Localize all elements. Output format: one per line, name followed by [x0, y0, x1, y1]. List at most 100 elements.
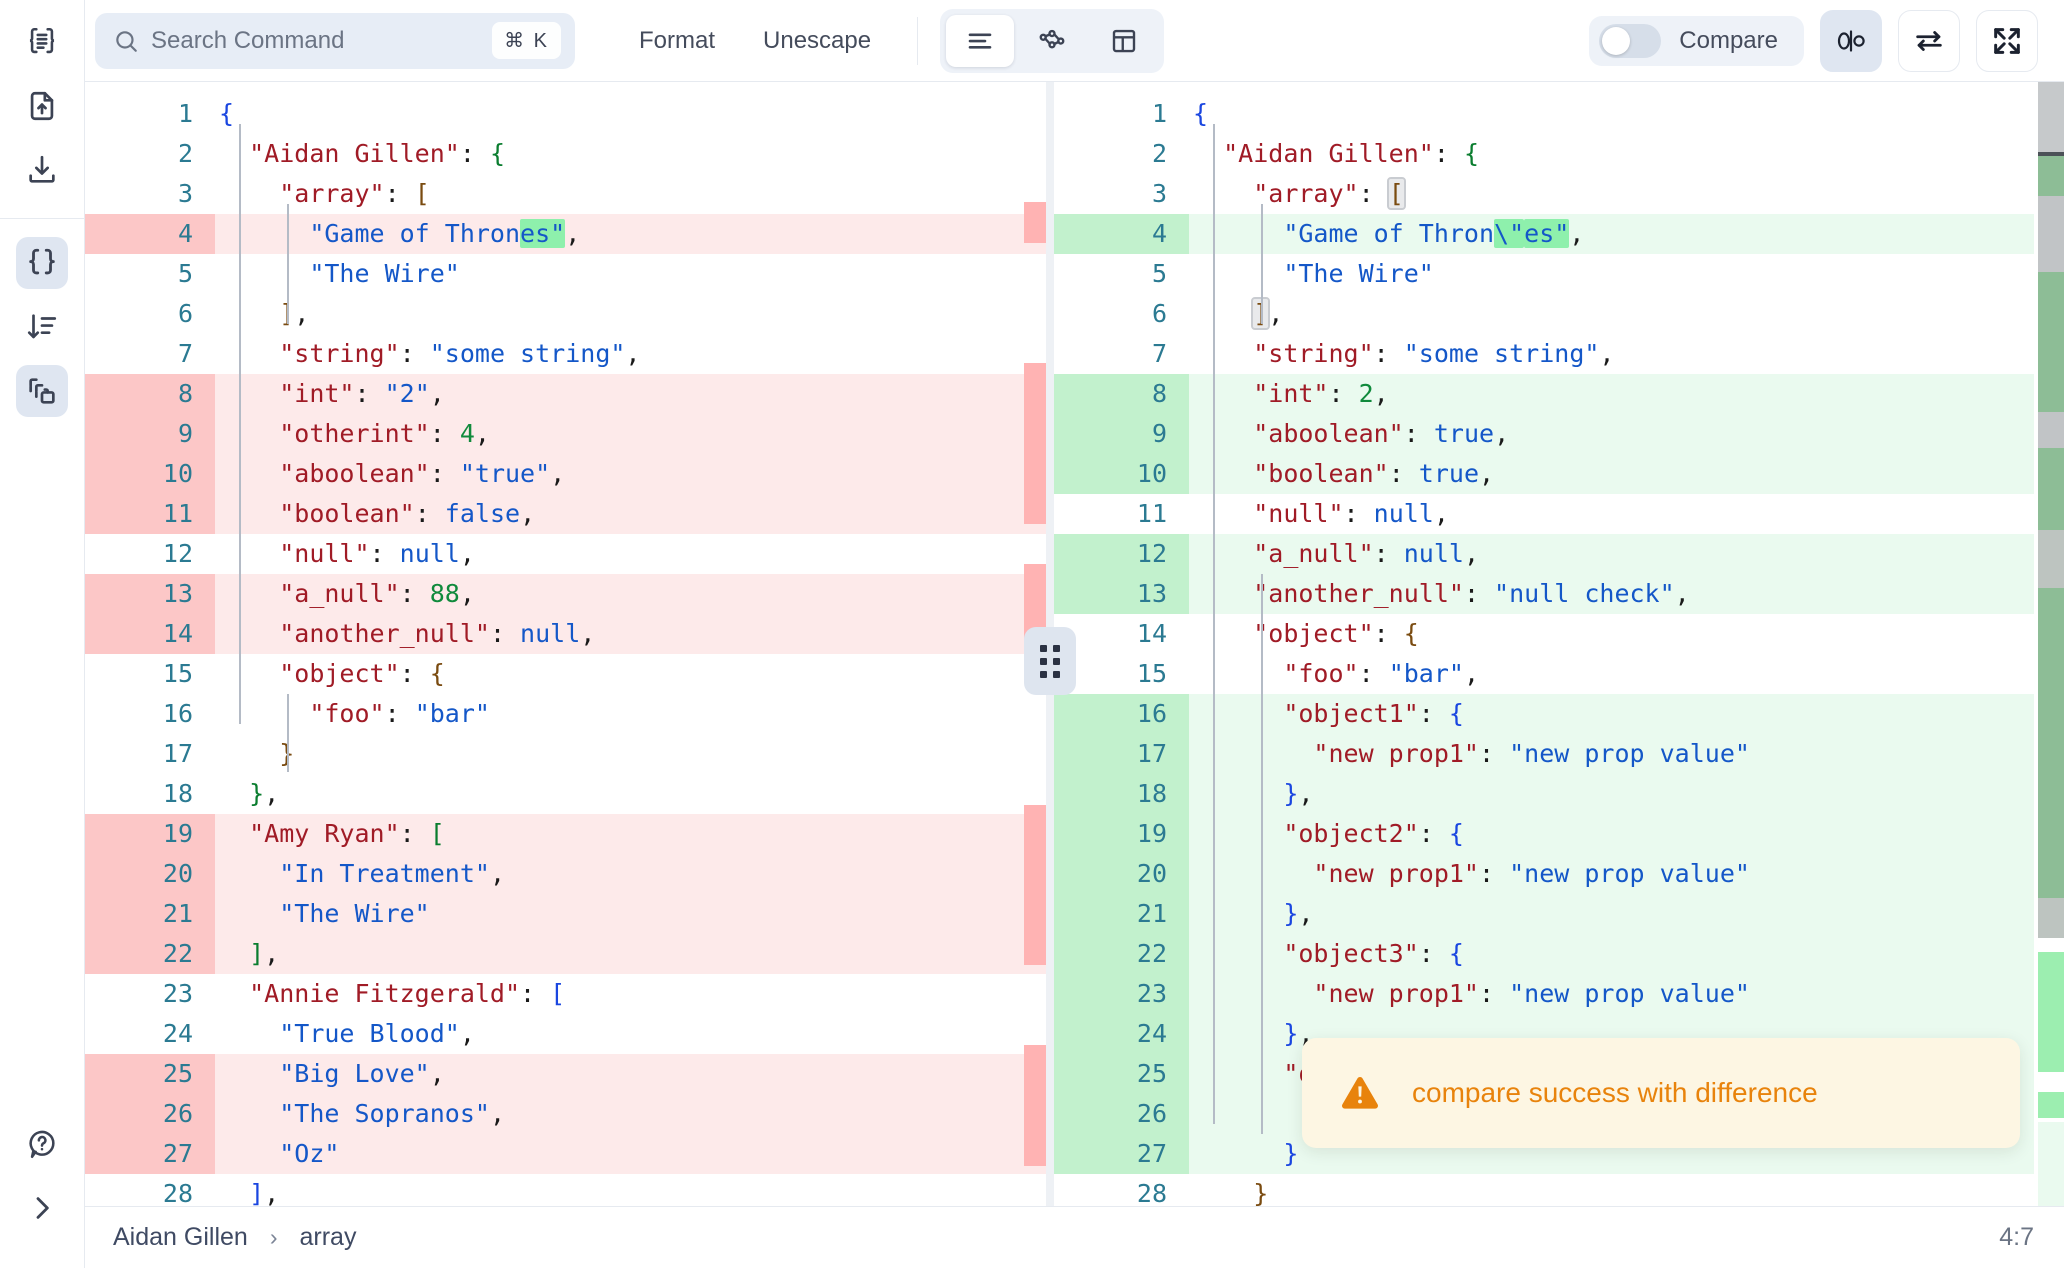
code-line[interactable]: "object": { — [215, 654, 1046, 694]
fullscreen-icon[interactable] — [1976, 9, 2038, 72]
code-line[interactable]: "object": { — [1189, 614, 2064, 654]
code-token — [1193, 1019, 1283, 1048]
search-shortcut-badge: ⌘ K — [492, 22, 561, 59]
line-number: 25 — [1054, 1054, 1189, 1094]
code-line[interactable]: "foo": "bar" — [215, 694, 1046, 734]
code-line[interactable]: "a_null": 88, — [215, 574, 1046, 614]
code-line[interactable]: "Annie Fitzgerald": [ — [215, 974, 1046, 1014]
graph-view-icon[interactable] — [1018, 15, 1086, 67]
right-scroll-thumb[interactable] — [2038, 152, 2064, 156]
code-line[interactable]: "new prop1": "new prop value" — [1189, 734, 2064, 774]
code-line[interactable]: "Aidan Gillen": { — [1189, 134, 2064, 174]
format-button[interactable]: Format — [639, 26, 716, 54]
text-view-icon[interactable] — [946, 14, 1015, 67]
download-icon[interactable] — [16, 144, 68, 196]
code-line[interactable]: "The Wire" — [1189, 254, 2064, 294]
code-line[interactable]: "Oz" — [215, 1134, 1046, 1174]
code-line[interactable]: "boolean": true, — [1189, 454, 2064, 494]
code-token: "otherint" — [279, 419, 430, 448]
code-line[interactable]: "another_null": "null check", — [1189, 574, 2064, 614]
code-token: , — [429, 1059, 445, 1088]
search-command-box[interactable]: Search Command ⌘ K — [95, 12, 575, 69]
code-line[interactable]: "string": "some string", — [215, 334, 1046, 374]
code-line[interactable]: "In Treatment", — [215, 854, 1046, 894]
code-token: "Game of Thron — [309, 219, 521, 248]
code-line[interactable]: }, — [1189, 774, 2064, 814]
code-token: , — [474, 419, 490, 448]
right-scroll-thumb[interactable] — [2038, 82, 2064, 152]
code-line[interactable]: "Game of Thron\"es", — [1189, 214, 2064, 254]
code-line[interactable]: "array": [ — [215, 174, 1046, 214]
code-line[interactable]: "Game of Thrones", — [215, 214, 1046, 254]
code-line[interactable]: "object1": { — [1189, 694, 2064, 734]
code-line[interactable]: "Big Love", — [215, 1054, 1046, 1094]
compare-switch[interactable] — [1599, 23, 1662, 58]
code-line[interactable]: "aboolean": true, — [1189, 414, 2064, 454]
code-token: ] — [1251, 297, 1271, 330]
code-line[interactable]: "new prop1": "new prop value" — [1189, 854, 2064, 894]
code-line[interactable]: } — [215, 734, 1046, 774]
code-token: , — [1268, 299, 1284, 328]
code-line[interactable]: "The Sopranos", — [215, 1094, 1046, 1134]
toast-notification[interactable]: compare success with difference — [1302, 1038, 2020, 1148]
code-line[interactable]: "array": [ — [1189, 174, 2064, 214]
code-line[interactable]: "True Blood", — [215, 1014, 1046, 1054]
code-line[interactable]: "The Wire" — [215, 894, 1046, 934]
pane-divider[interactable] — [1024, 82, 1076, 1206]
chevron-right-icon[interactable] — [16, 1182, 68, 1234]
compare-toggle[interactable]: Compare — [1589, 15, 1804, 66]
code-line[interactable]: ], — [215, 294, 1046, 334]
json-logo-icon[interactable] — [16, 16, 68, 68]
unescape-button[interactable]: Unescape — [763, 26, 872, 54]
sort-descending-icon[interactable] — [16, 301, 68, 353]
code-line[interactable]: { — [1189, 94, 2064, 134]
table-view-icon[interactable] — [1090, 15, 1158, 67]
code-line[interactable]: { — [215, 94, 1046, 134]
right-vertical-scrollbar[interactable] — [2034, 82, 2064, 1206]
code-line[interactable]: "Aidan Gillen": { — [215, 134, 1046, 174]
code-line[interactable]: "null": null, — [215, 534, 1046, 574]
help-circle-icon[interactable] — [16, 1118, 68, 1170]
cursor-position[interactable]: 4:7 — [1999, 1223, 2034, 1251]
code-line[interactable]: ], — [215, 1174, 1046, 1206]
code-line[interactable]: }, — [1189, 894, 2064, 934]
code-line[interactable]: "foo": "bar", — [1189, 654, 2064, 694]
pane-resize-handle[interactable] — [1024, 627, 1076, 695]
swap-arrows-icon[interactable] — [1898, 9, 1960, 72]
code-line[interactable]: "string": "some string", — [1189, 334, 2064, 374]
code-token: true — [1433, 419, 1495, 448]
code-token: "bar" — [1388, 659, 1464, 688]
code-token — [219, 979, 249, 1008]
code-line[interactable]: } — [1189, 1174, 2064, 1206]
code-line[interactable]: ], — [215, 934, 1046, 974]
code-line[interactable]: "The Wire" — [215, 254, 1046, 294]
left-code-area[interactable]: { "Aidan Gillen": { "array": [ "Game of … — [215, 82, 1046, 1206]
left-vertical-scrollbar[interactable] — [1012, 82, 1024, 1206]
diff-overview-marker — [1024, 1125, 1046, 1166]
code-line[interactable]: "null": null, — [1189, 494, 2064, 534]
code-line[interactable]: "new prop1": "new prop value" — [1189, 974, 2064, 1014]
code-line[interactable]: "another_null": null, — [215, 614, 1046, 654]
code-token: : — [384, 179, 415, 208]
code-line[interactable]: ], — [1189, 294, 2064, 334]
compare-copies-icon[interactable] — [16, 365, 68, 417]
left-diff-overview-ruler[interactable] — [1024, 82, 1046, 1206]
braces-icon[interactable] — [16, 237, 68, 289]
code-line[interactable]: "boolean": false, — [215, 494, 1046, 534]
code-line[interactable]: }, — [215, 774, 1046, 814]
code-line[interactable]: "otherint": 4, — [215, 414, 1046, 454]
code-line[interactable]: "a_null": null, — [1189, 534, 2064, 574]
code-line[interactable]: "object2": { — [1189, 814, 2064, 854]
code-line[interactable]: "int": 2, — [1189, 374, 2064, 414]
code-token: "bar" — [414, 699, 490, 728]
breadcrumb-item-root[interactable]: Aidan Gillen — [113, 1223, 248, 1251]
code-line[interactable]: "Amy Ryan": [ — [215, 814, 1046, 854]
toolbar-right-group: Compare — [1589, 9, 2038, 72]
code-line[interactable]: "object3": { — [1189, 934, 2064, 974]
split-diff-icon[interactable] — [1820, 9, 1882, 72]
code-line[interactable]: "aboolean": "true", — [215, 454, 1046, 494]
breadcrumb-item-array[interactable]: array — [299, 1223, 357, 1251]
file-upload-icon[interactable] — [16, 80, 68, 132]
code-line[interactable]: "int": "2", — [215, 374, 1046, 414]
